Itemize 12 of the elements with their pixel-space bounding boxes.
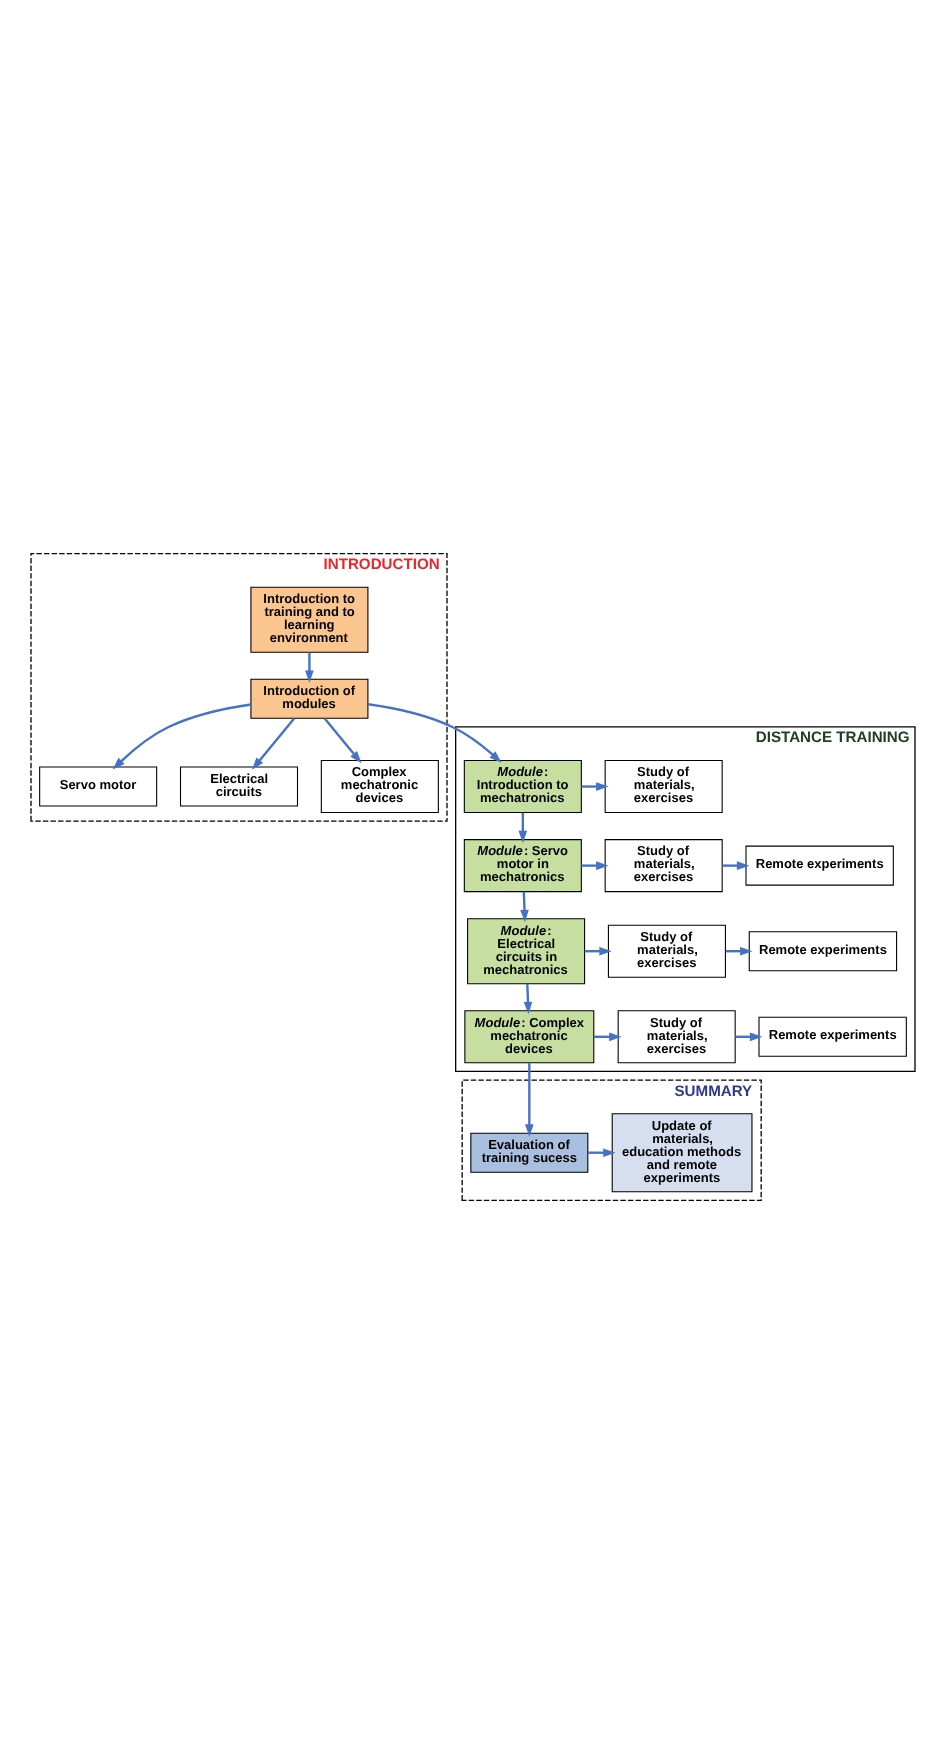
arrow — [519, 891, 528, 923]
arrow — [522, 983, 532, 1015]
arrow — [721, 861, 749, 870]
arrow — [367, 703, 501, 763]
arrow — [517, 812, 527, 844]
arrow — [580, 782, 608, 791]
arrow — [580, 861, 608, 870]
arrow — [250, 717, 295, 770]
arrow — [524, 1062, 533, 1137]
arrow — [322, 717, 361, 764]
arrow — [111, 703, 250, 770]
arrow — [304, 652, 313, 683]
